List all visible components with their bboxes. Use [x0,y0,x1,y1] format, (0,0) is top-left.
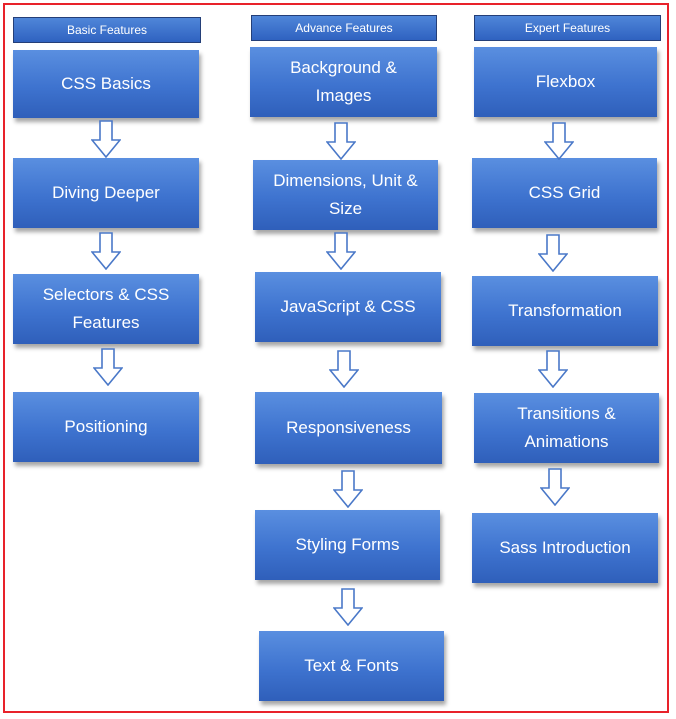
down-arrow-icon [540,468,570,506]
down-arrow-icon [91,120,121,158]
node-transformation: Transformation [472,276,658,346]
node-flexbox: Flexbox [474,47,657,117]
node-selectors-css-features: Selectors & CSS Features [13,274,199,344]
down-arrow-icon [326,232,356,270]
column-header-advance: Advance Features [251,15,437,41]
node-transitions-animations: Transitions & Animations [474,393,659,463]
node-responsiveness: Responsiveness [255,392,442,464]
column-header-expert: Expert Features [474,15,661,41]
down-arrow-icon [333,588,363,626]
node-dimensions-unit-size: Dimensions, Unit & Size [253,160,438,230]
node-css-grid: CSS Grid [472,158,657,228]
down-arrow-icon [326,122,356,160]
down-arrow-icon [544,122,574,160]
down-arrow-icon [329,350,359,388]
node-css-basics: CSS Basics [13,50,199,118]
node-background-images: Background & Images [250,47,437,117]
down-arrow-icon [93,348,123,386]
node-text-fonts: Text & Fonts [259,631,444,701]
node-sass-introduction: Sass Introduction [472,513,658,583]
node-positioning: Positioning [13,392,199,462]
down-arrow-icon [538,234,568,272]
node-diving-deeper: Diving Deeper [13,158,199,228]
down-arrow-icon [91,232,121,270]
node-javascript-css: JavaScript & CSS [255,272,441,342]
node-styling-forms: Styling Forms [255,510,440,580]
down-arrow-icon [538,350,568,388]
column-header-basic: Basic Features [13,17,201,43]
down-arrow-icon [333,470,363,508]
diagram-frame [3,3,669,713]
